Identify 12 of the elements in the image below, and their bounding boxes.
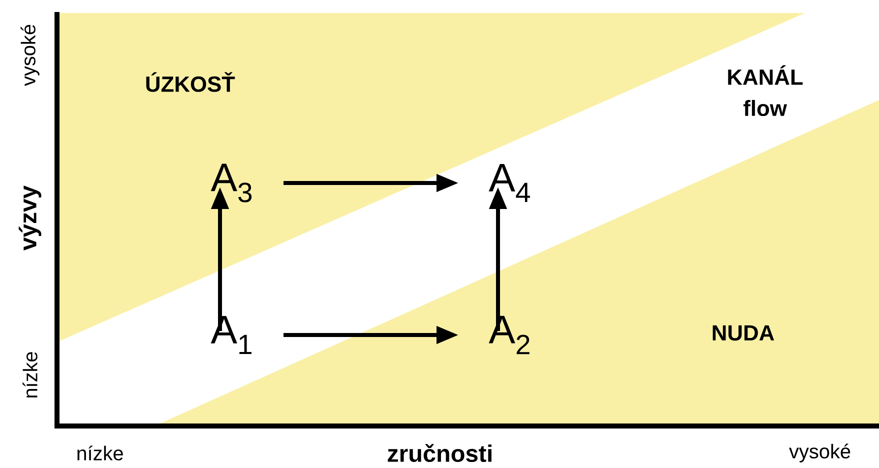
region-label: KANÁL bbox=[728, 65, 803, 85]
state-label: A$_{3}$ bbox=[210, 164, 252, 202]
region-label: ÚZKOSŤ bbox=[146, 72, 235, 92]
axis-tick-label: vysoké bbox=[20, 24, 40, 86]
axis-tick-label: nízke bbox=[78, 446, 123, 460]
axis-tick-label: nízke bbox=[22, 352, 38, 398]
state-label: A$_{4}$ bbox=[488, 164, 530, 202]
region-label: flow bbox=[743, 100, 787, 116]
axis-tick-label: vysoké bbox=[789, 444, 850, 462]
region-label: NUDA bbox=[712, 325, 774, 341]
axis-title: zručnosti bbox=[388, 444, 492, 462]
axis-title: výzvy bbox=[18, 186, 42, 250]
